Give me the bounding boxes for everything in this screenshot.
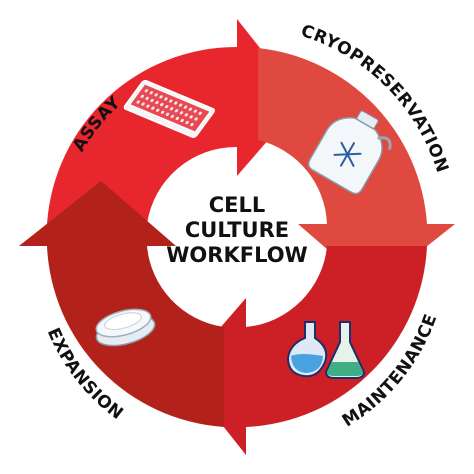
center-title-line-1: CELL [209,193,266,217]
flasks-icon [286,321,366,379]
cryo-dewar-icon [307,110,392,195]
petri-dish-icon [95,308,156,347]
center-title-line-2: CULTURE [185,218,289,242]
center-title-line-3: WORKFLOW [166,243,307,267]
expansion-arrow [19,181,224,427]
microplate-icon [123,79,215,138]
